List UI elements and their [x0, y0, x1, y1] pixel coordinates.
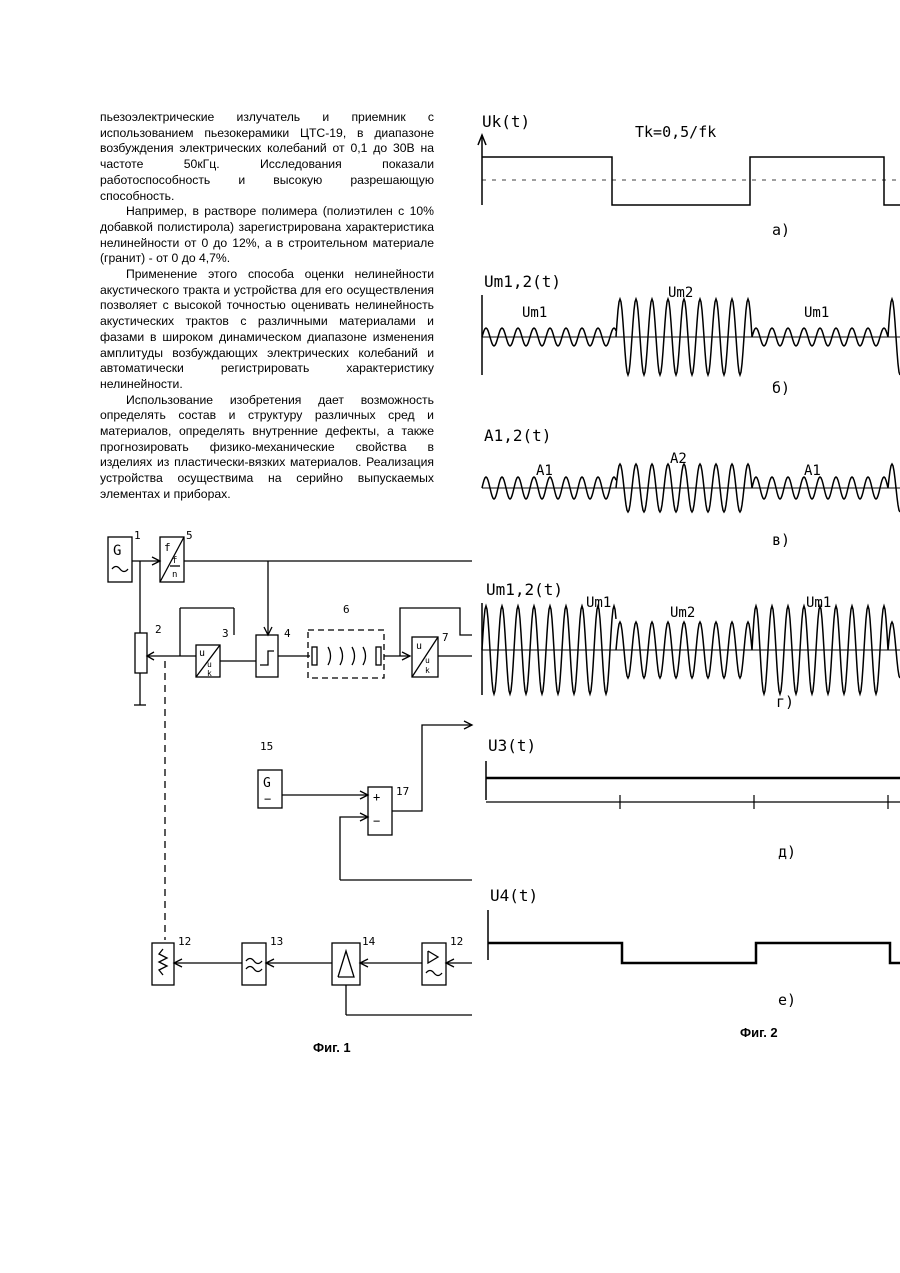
block-14-filter [242, 943, 266, 985]
square-wave [488, 943, 900, 963]
svg-text:u: u [425, 656, 430, 665]
panel-letter: б) [772, 379, 790, 397]
svg-text:f: f [172, 556, 177, 566]
block-number: 15 [260, 740, 273, 753]
figure-1-caption: Фиг. 1 [313, 1040, 351, 1055]
block-number: 7 [442, 631, 449, 644]
svg-text:f: f [164, 541, 171, 554]
svg-text:G: G [263, 776, 271, 791]
wave-label: Um1 [586, 595, 611, 611]
panel-letter: г) [776, 693, 794, 711]
svg-text:n: n [172, 570, 177, 580]
paragraph: пьезоэлектрические излучатель и приемник… [100, 110, 434, 204]
paragraph: Например, в растворе полимера (полиэтиле… [100, 204, 434, 267]
wave-label: Um2 [668, 285, 693, 301]
body-text: пьезоэлектрические излучатель и приемник… [100, 110, 434, 503]
panel-e: U4(t) е) [488, 886, 900, 1009]
block-12-amplifier [422, 943, 446, 985]
block-number: 17 [396, 785, 409, 798]
panel-g: Um1,2(t) Um1 Um2 Um1 г) [482, 580, 900, 711]
block-number: 2 [155, 623, 162, 636]
svg-text:−: − [264, 792, 271, 806]
block-number: 1 [134, 529, 141, 542]
block-number: 12 [450, 935, 463, 948]
svg-text:+: + [373, 790, 380, 804]
panel-a: Uk(t) Tk=0,5/fk a) [478, 112, 900, 239]
panel-letter: д) [778, 843, 796, 861]
wave-label: A1 [536, 463, 553, 479]
panel-letter: в) [772, 531, 790, 549]
gen-letter: G [113, 543, 121, 559]
svg-text:u: u [207, 660, 212, 669]
panel-d: U3(t) д) [486, 736, 900, 861]
block-2-potentiometer [135, 633, 147, 673]
svg-text:u: u [416, 641, 422, 652]
panel-v: A1,2(t) A1 A2 A1 в) [482, 426, 900, 549]
svg-text:−: − [373, 814, 380, 828]
square-wave [482, 157, 900, 205]
panel-b: Um1,2(t) Um1 Um2 Um1 б) [482, 272, 900, 397]
block-number: 4 [284, 627, 291, 640]
wave-label: Um1 [522, 305, 547, 321]
panel-letter: a) [772, 221, 790, 239]
panel-ylabel: Um1,2(t) [484, 272, 561, 291]
wave-label: Um1 [806, 595, 831, 611]
block-number: 14 [362, 935, 376, 948]
svg-text:k: k [425, 666, 430, 675]
figure-2-waveforms: Uk(t) Tk=0,5/fk a) Um1,2(t) Um1 Um2 Um1 … [470, 105, 900, 1020]
block-number: 12 [178, 935, 191, 948]
block-6-acoustic-path [308, 630, 384, 678]
figure-1-diagram: G 1 f f n 5 2 u u k 3 4 6 u u k 7 15 [100, 525, 480, 1055]
paragraph: Использование изобретения дает возможнос… [100, 393, 434, 503]
block-number: 13 [270, 935, 283, 948]
panel-ylabel: A1,2(t) [484, 426, 551, 445]
period-annotation: Tk=0,5/fk [635, 123, 716, 141]
wave-label: A1 [804, 463, 821, 479]
paragraph: Применение этого способа оценки нелинейн… [100, 267, 434, 393]
wave-label: Um1 [804, 305, 829, 321]
panel-ylabel: U4(t) [490, 886, 538, 905]
wave-label: Um2 [670, 605, 695, 621]
panel-ylabel: Uk(t) [482, 112, 530, 131]
panel-ylabel: Um1,2(t) [486, 580, 563, 599]
svg-text:k: k [207, 669, 212, 678]
block-number: 6 [343, 603, 350, 616]
panel-letter: е) [778, 991, 796, 1009]
panel-ylabel: U3(t) [488, 736, 536, 755]
wave-label: A2 [670, 451, 687, 467]
figure-2-caption: Фиг. 2 [740, 1025, 778, 1040]
svg-text:u: u [199, 648, 205, 659]
block-4-switch [256, 635, 278, 677]
block-number: 5 [186, 529, 193, 542]
block-number: 3 [222, 627, 229, 640]
